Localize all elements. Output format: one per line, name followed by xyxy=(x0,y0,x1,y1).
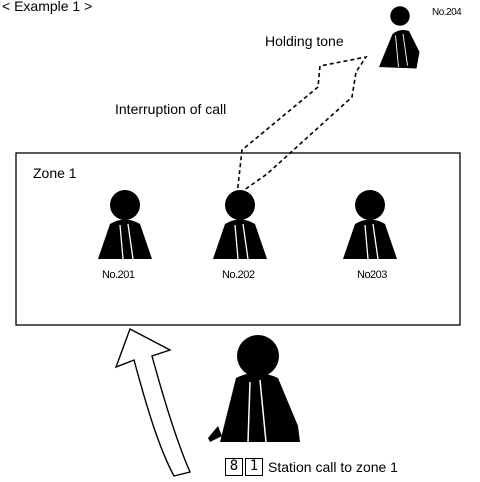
station-call-label: Station call to zone 1 xyxy=(268,459,398,475)
station-label-202: No.202 xyxy=(222,269,255,281)
station-label-204: No.204 xyxy=(432,7,462,18)
interruption-label: Interruption of call xyxy=(115,101,227,117)
station-label-203: No203 xyxy=(357,269,387,281)
person-icon xyxy=(213,190,267,260)
holding-tone-label: Holding tone xyxy=(265,33,344,49)
station-call-arrow xyxy=(114,328,191,477)
zone-box xyxy=(15,152,461,326)
example-title: < Example 1 > xyxy=(2,0,93,14)
zone-label: Zone 1 xyxy=(33,165,77,181)
person-icon xyxy=(343,190,397,260)
key-1: 1 xyxy=(245,458,263,476)
caller-person-icon xyxy=(208,335,300,443)
person-icon xyxy=(379,6,420,69)
station-label-201: No.201 xyxy=(102,269,135,281)
person-icon xyxy=(98,190,152,260)
key-8: 8 xyxy=(225,458,243,476)
interruption-arrow xyxy=(236,55,368,197)
